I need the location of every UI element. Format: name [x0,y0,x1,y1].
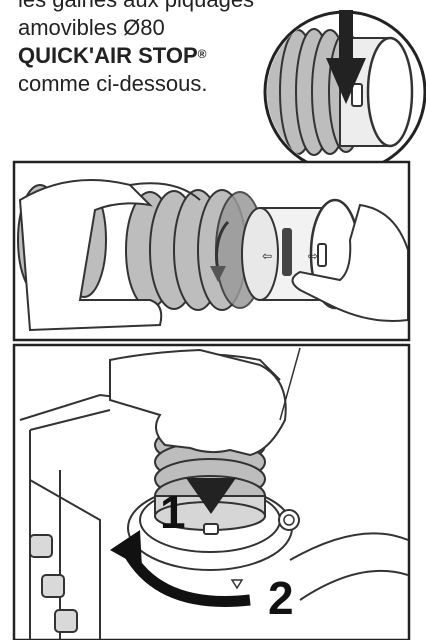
registered-mark: ® [197,47,207,61]
step-2-label: 2 [268,572,294,624]
press-arrow-icon [186,478,236,514]
instruction-line-2: amovibles Ø80 [18,15,165,40]
arrow-label-left: ⇦ [262,249,272,263]
rotate-arrow-head [110,530,142,568]
instruction-text: les gaines aux piquages amovibles Ø80 QU… [18,0,268,98]
down-arrow-icon [326,58,366,104]
step-1-label: 1 [160,486,186,538]
product-name-line: QUICK'AIR STOP® [18,42,268,70]
product-name: QUICK'AIR STOP [18,43,198,68]
figure-2-panel: ⇦ ⇨ [12,160,411,342]
figure-3-panel: 1 2 [12,343,411,640]
instruction-line-4: comme ci-dessous. [18,71,208,96]
arrow-label-right: ⇨ [308,249,318,263]
down-arrow-shaft [339,10,353,60]
instruction-line-1: les gaines aux piquages [18,0,268,14]
